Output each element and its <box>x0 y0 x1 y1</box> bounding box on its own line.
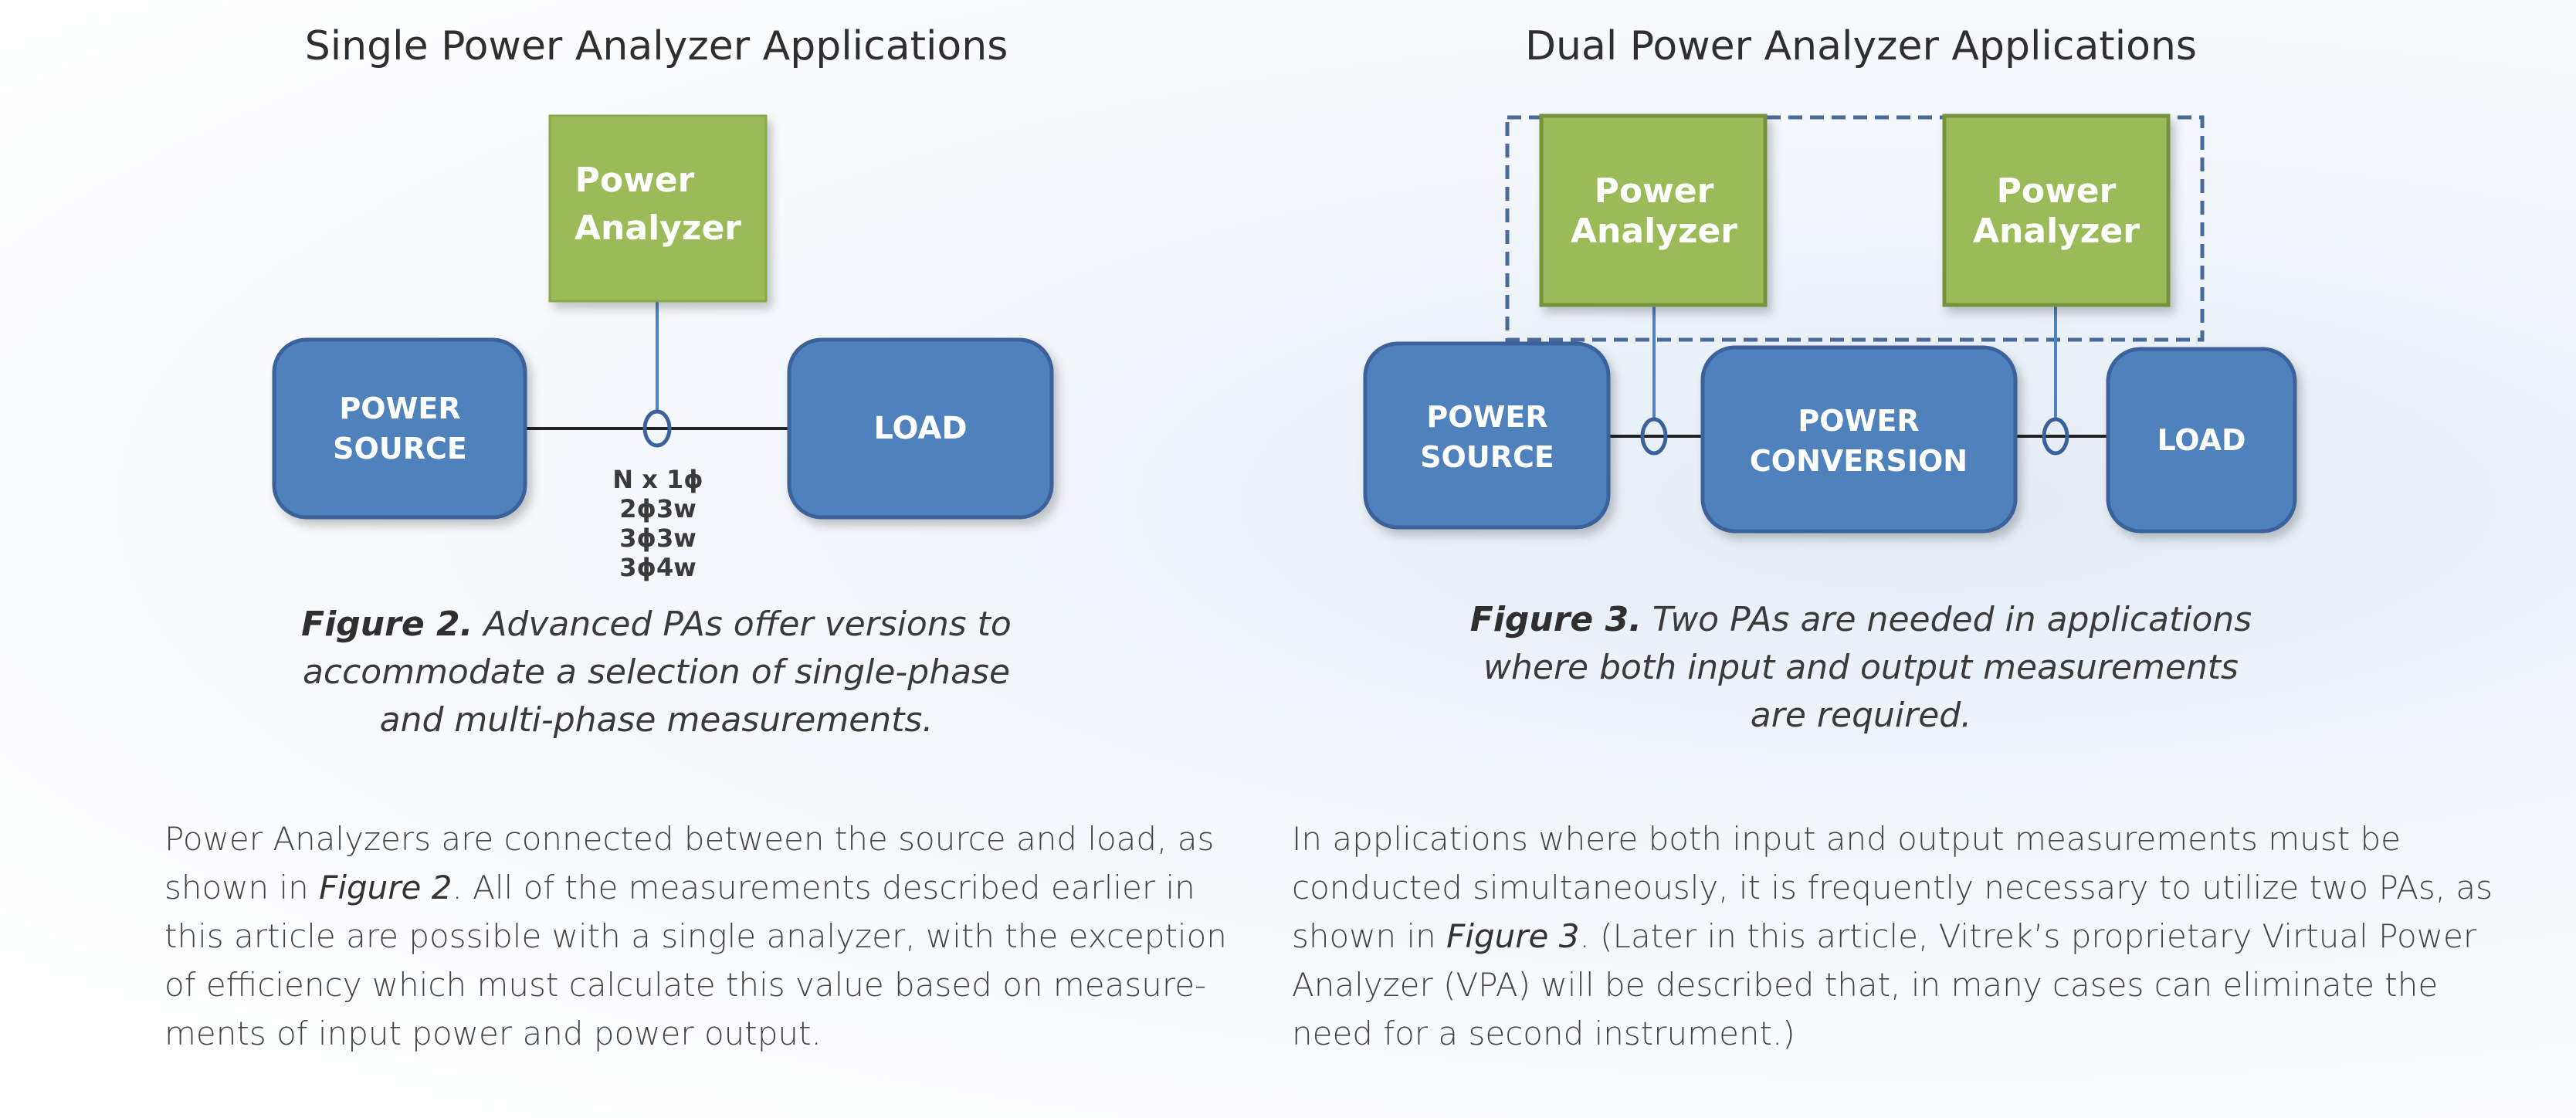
figure-3-caption-line1: Two PAs are needed in applications <box>1641 600 2252 639</box>
single-analyzer-diagram: Power Analyzer POWER SOURCE LOAD N x 1ϕ … <box>272 114 1054 582</box>
right-figure-3-ref: Figure 3 <box>1446 917 1580 955</box>
figure-2-caption-line2: accommodate a selection of single-phase <box>302 652 1011 692</box>
left-diagram-title: Single Power Analyzer Applications <box>304 23 1008 69</box>
analyzer-label-line2: Analyzer <box>575 208 741 248</box>
analyzer2-label-line1: Power <box>1997 171 2117 211</box>
figure-3-caption: Figure 3. Two PAs are needed in applicat… <box>1398 596 2324 740</box>
right-paragraph-line3-post: . (Later in this article, Vitrek’s propr… <box>1579 917 2477 955</box>
analyzer2-label-line2: Analyzer <box>1973 212 2140 251</box>
left-paragraph: Power Analyzers are connected between th… <box>164 815 1227 1058</box>
phase-option-3: 3ϕ3w <box>619 523 697 553</box>
load-box <box>2106 347 2297 534</box>
right-paragraph-line1: In applications where both input and out… <box>1292 820 2401 858</box>
load-box <box>787 337 1054 520</box>
analyzer1-label-line2: Analyzer <box>1571 212 1737 251</box>
power-analyzer-1-box <box>1539 113 1768 307</box>
left-paragraph-line3: this article are possible with a single … <box>164 917 1227 955</box>
power-analyzer-2-box <box>1942 113 2171 307</box>
analyzer-group-outline <box>1505 115 2205 342</box>
left-figure-2-ref: Figure 2 <box>319 869 452 906</box>
phase-option-1: N x 1ϕ <box>612 465 703 494</box>
right-paragraph: In applications where both input and out… <box>1292 815 2558 1058</box>
right-paragraph-line4: Analyzer (VPA) will be described that, i… <box>1292 966 2439 1004</box>
left-paragraph-line5: ments of input power and power output. <box>164 1015 822 1052</box>
current-clamp-icon <box>642 409 672 448</box>
current-clamp-1-icon <box>1640 417 1668 456</box>
power-analyzer-box <box>548 114 768 303</box>
figure-3-caption-line3: are required. <box>1750 696 1972 735</box>
left-paragraph-line1: Power Analyzers are connected between th… <box>164 820 1215 858</box>
power-source-box <box>272 337 527 520</box>
analyzer-label-line1: Power <box>575 161 695 200</box>
source-label-line2: SOURCE <box>1420 440 1554 474</box>
left-paragraph-line2: shown in Figure 2. All of the measuremen… <box>164 863 1195 912</box>
analyzer1-label-line1: Power <box>1595 171 1714 211</box>
figure-2-caption: Figure 2. Advanced PAs offer versions to… <box>232 601 1081 744</box>
phase-option-2: 2ϕ3w <box>619 494 697 523</box>
figure-2-caption-line3: and multi-phase measurements. <box>379 700 934 740</box>
right-paragraph-line3: shown in Figure 3. (Later in this articl… <box>1292 912 2558 960</box>
figure-2-caption-line1: Advanced PAs offer versions to <box>473 605 1012 644</box>
figure-2-label: Figure 2. <box>301 605 473 644</box>
phase-option-4: 3ϕ4w <box>619 553 697 582</box>
load-label: LOAD <box>2157 423 2246 457</box>
power-conversion-box <box>1700 345 2018 534</box>
figure-3-caption-line2: where both input and output measurements <box>1483 648 2239 687</box>
left-paragraph-line2-post: . All of the measurements described earl… <box>452 869 1195 906</box>
right-paragraph-line3-pre: shown in <box>1292 917 1447 955</box>
conversion-label-line2: CONVERSION <box>1750 444 1968 478</box>
source-label-line1: POWER <box>1426 400 1547 434</box>
source-label-line1: POWER <box>339 391 460 425</box>
power-source-box <box>1363 341 1611 530</box>
left-paragraph-line4: of efficiency which must calculate this … <box>164 966 1207 1004</box>
right-paragraph-line5: need for a second instrument.) <box>1292 1015 1795 1052</box>
conversion-label-line1: POWER <box>1798 404 1919 438</box>
right-diagram-title: Dual Power Analyzer Applications <box>1524 23 2198 69</box>
figure-3-label: Figure 3. <box>1469 600 1642 639</box>
right-paragraph-line2: conducted simultaneously, it is frequent… <box>1292 869 2493 906</box>
current-clamp-2-icon <box>2042 417 2069 456</box>
dual-analyzer-diagram: Power Analyzer Power Analyzer POWER SOUR… <box>1363 113 2297 534</box>
left-paragraph-line2-pre: shown in <box>164 869 320 906</box>
source-label-line2: SOURCE <box>333 432 467 466</box>
load-label: LOAD <box>873 411 967 446</box>
